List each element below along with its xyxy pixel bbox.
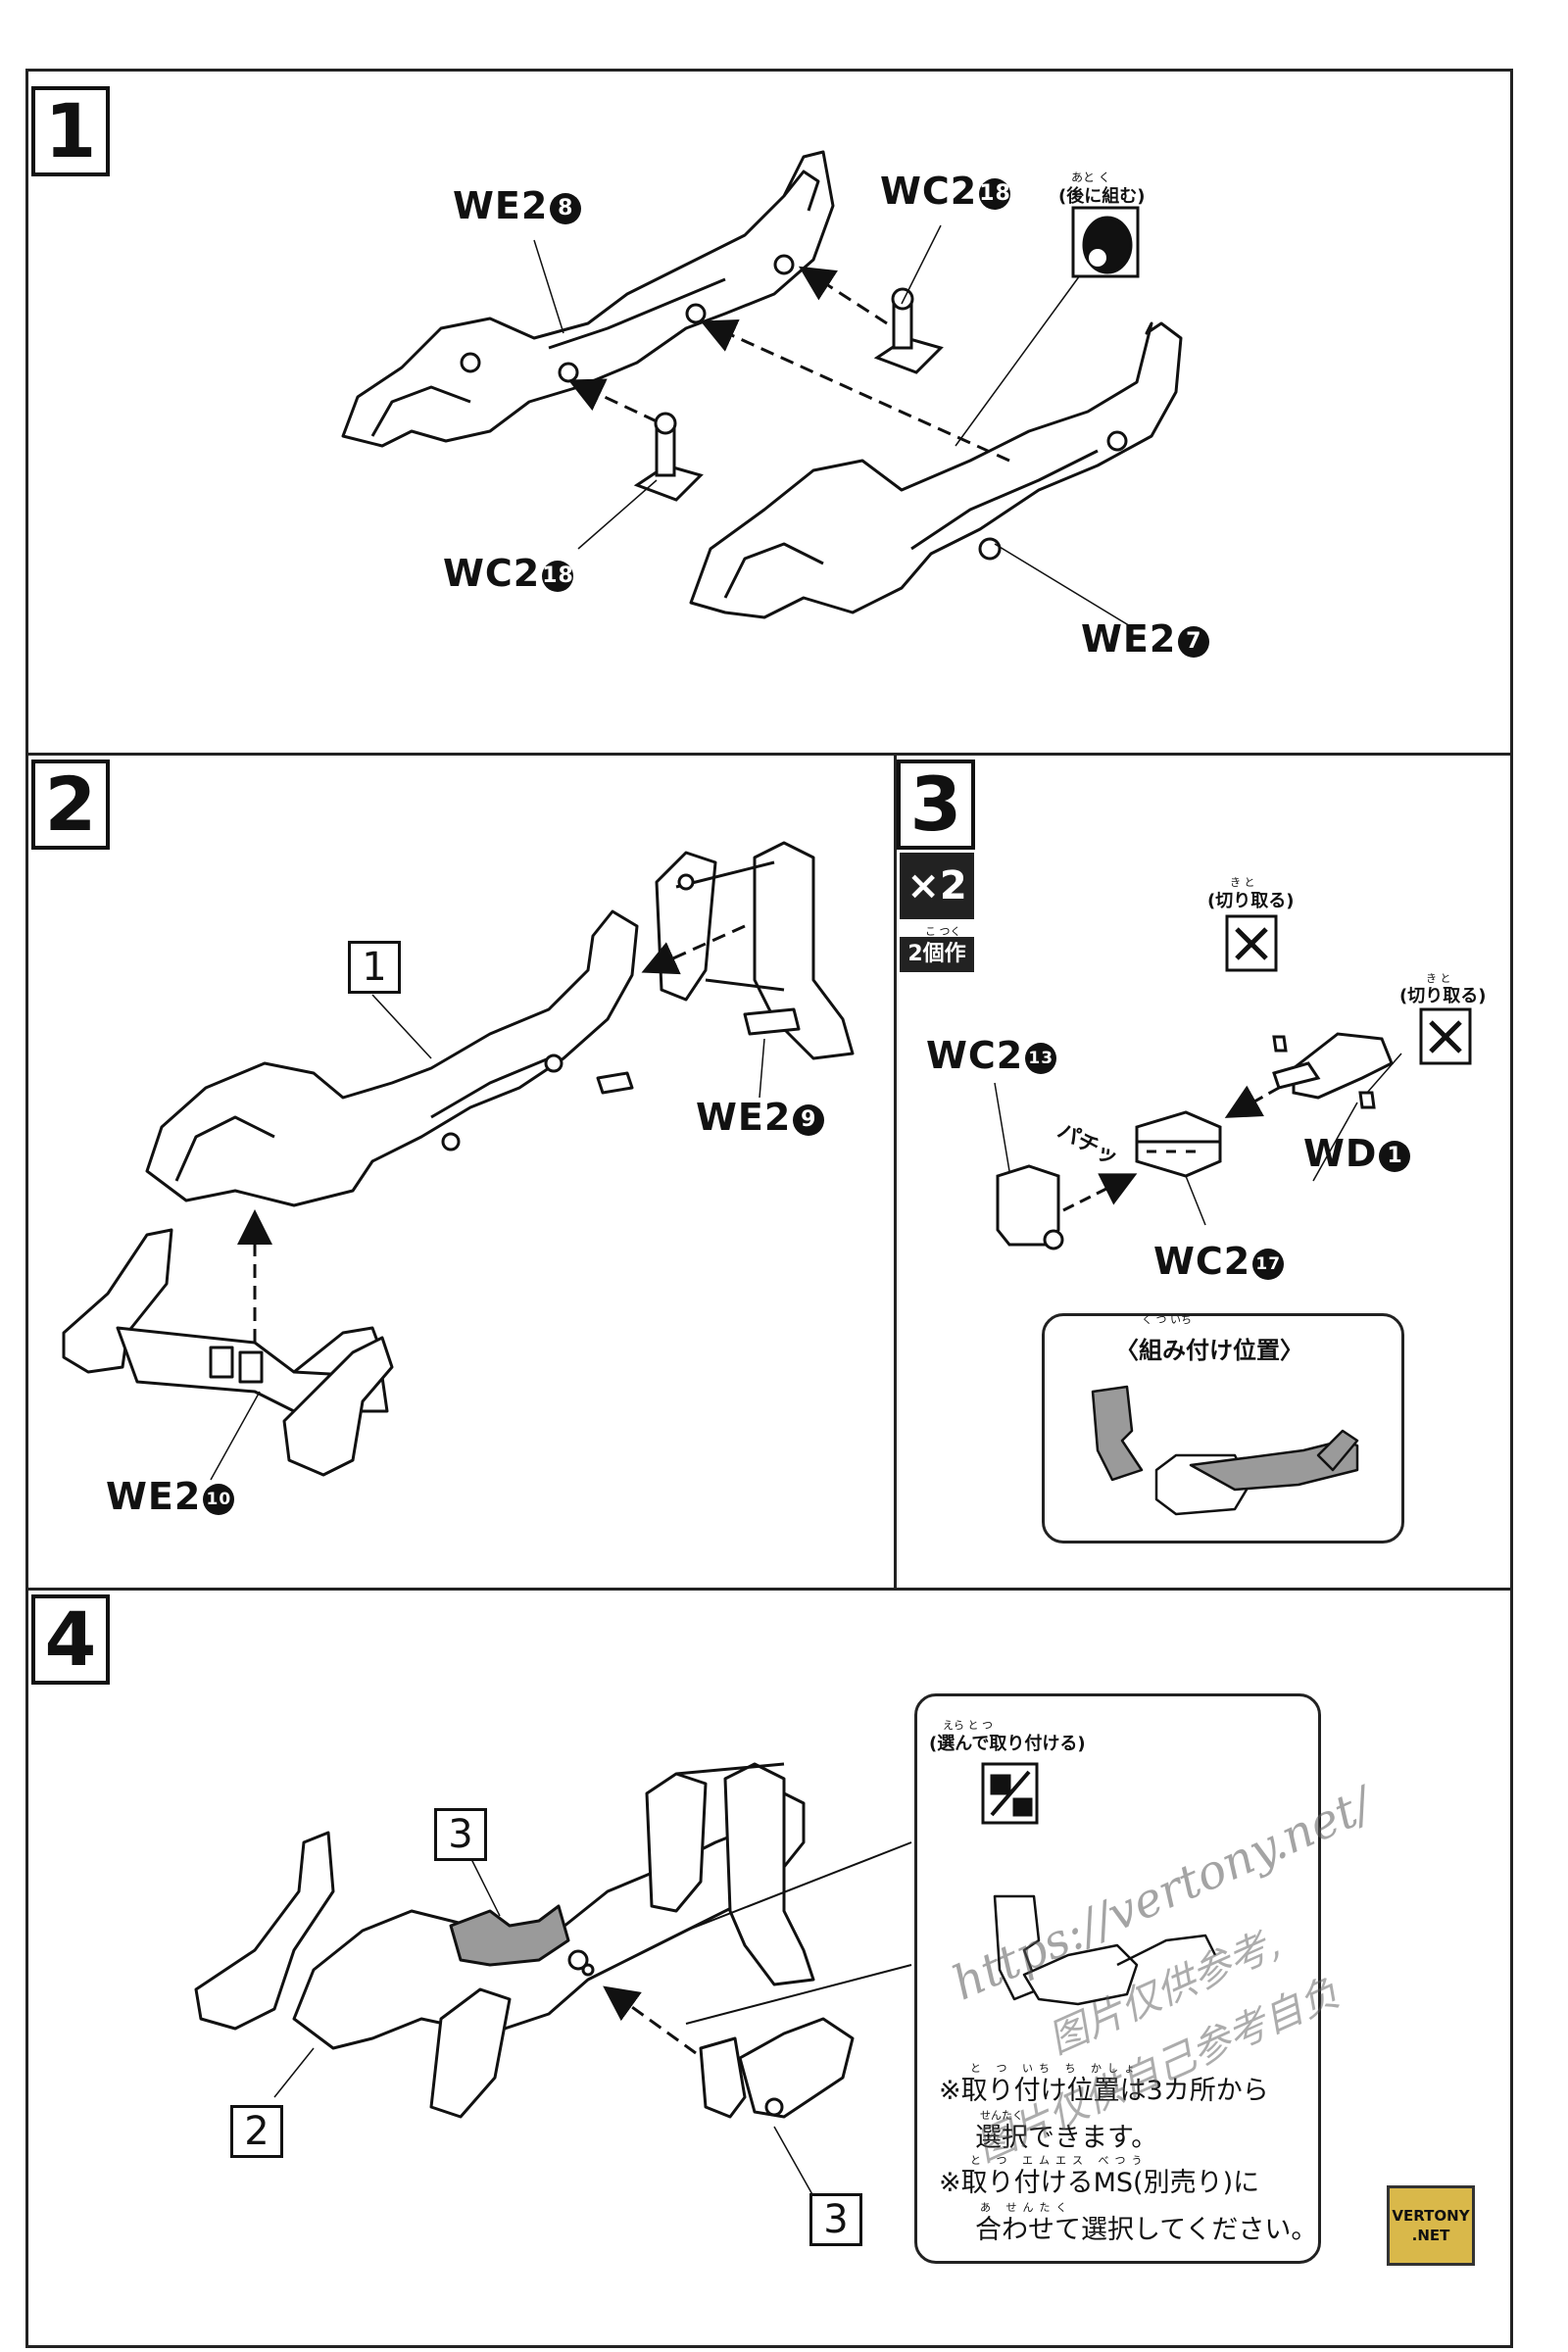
attachment-note-panel bbox=[914, 1693, 1321, 2264]
step-number-2: 2 bbox=[31, 760, 110, 850]
step3-part-wd-1 bbox=[1272, 1032, 1394, 1109]
note-line-4: 合わせて選択してください。 bbox=[975, 2215, 1318, 2245]
step3-leaders bbox=[994, 1053, 1402, 1226]
ruby-choose: えら と つ bbox=[943, 1719, 993, 1732]
ruby-make-two: こ つく bbox=[925, 925, 961, 938]
divider-step1-bottom bbox=[25, 753, 1513, 756]
callout-number: 1 bbox=[1379, 1140, 1411, 1172]
step2-leaders bbox=[210, 994, 765, 1481]
ruby-cut-1: き と bbox=[1230, 876, 1255, 889]
callout-number: 7 bbox=[1178, 625, 1210, 658]
step1-part-we2-8 bbox=[341, 150, 835, 448]
note-line-1: ※取り付け位置は3カ所から bbox=[939, 2076, 1269, 2106]
step3-part-wc2-17 bbox=[1135, 1110, 1222, 1178]
callout-number: 9 bbox=[793, 1103, 825, 1136]
cut-icon-1 bbox=[1225, 914, 1278, 972]
step3-part-wc2-13 bbox=[996, 1164, 1064, 1250]
ruby-note-2: せんたく bbox=[980, 2109, 1023, 2122]
callout-number: 18 bbox=[979, 177, 1011, 210]
label-choose-attach: (選んで取り付ける) bbox=[929, 1734, 1086, 1754]
callout-number: 17 bbox=[1252, 1248, 1285, 1280]
cut-icon-2 bbox=[1419, 1007, 1472, 1065]
divider-step2-3 bbox=[894, 753, 897, 1591]
ruby-later: あと く bbox=[1071, 171, 1110, 184]
step3-position-illustration bbox=[1091, 1385, 1359, 1516]
callout-number: 8 bbox=[550, 192, 582, 224]
ref-step-3-top: 3 bbox=[434, 1808, 487, 1861]
label-cut-1: (切り取る) bbox=[1207, 891, 1295, 911]
step4-leaders bbox=[273, 1856, 819, 2206]
label-wc2-18-top: WC218 bbox=[880, 170, 1011, 213]
ref-step-2: 2 bbox=[230, 2105, 283, 2158]
step4-arrows bbox=[603, 1841, 912, 2055]
step1-leaders bbox=[533, 224, 1133, 628]
ruby-cut-2: き と bbox=[1426, 972, 1451, 985]
step-number-1: 1 bbox=[31, 86, 110, 176]
step2-arrows bbox=[237, 924, 746, 1343]
step4-assembly bbox=[194, 1762, 815, 2119]
step2-part-we2-10 bbox=[62, 1228, 394, 1477]
callout-number: 13 bbox=[1025, 1042, 1057, 1074]
callout-number: 18 bbox=[542, 560, 574, 592]
step2-part-main bbox=[145, 909, 639, 1207]
step1-pin-wc2-18-bottom bbox=[633, 412, 704, 502]
step1-arrows bbox=[567, 266, 1010, 463]
step3-arrows bbox=[1062, 1085, 1280, 1212]
logo-text-top: VERTONY bbox=[1392, 2207, 1470, 2225]
assemble-later-icon bbox=[1071, 206, 1140, 278]
ruby-note-4: あ せんたく bbox=[980, 2201, 1073, 2214]
step-number-3: 3 bbox=[897, 760, 975, 850]
vertony-logo: VERTONY .NET bbox=[1387, 2185, 1475, 2266]
step4-attached-part3 bbox=[449, 1904, 570, 1967]
manual-page-frame bbox=[25, 69, 1513, 2348]
ref-step-1: 1 bbox=[348, 941, 401, 994]
divider-step2-bottom bbox=[25, 1588, 1513, 1591]
choose-attach-icon bbox=[981, 1762, 1039, 1825]
step-number-4: 4 bbox=[31, 1594, 110, 1685]
ruby-position: く つ いち bbox=[1142, 1313, 1192, 1326]
assembly-position-title: 〈組み付け位置〉 bbox=[1115, 1337, 1303, 1364]
label-cut-2: (切り取る) bbox=[1399, 986, 1487, 1006]
step4-loose-part3 bbox=[699, 2017, 855, 2119]
label-assemble-later: (後に組む) bbox=[1058, 186, 1146, 207]
label-wc2-18-bottom: WC218 bbox=[443, 552, 574, 595]
note-line-2: 選択できます。 bbox=[975, 2123, 1158, 2153]
step1-pin-wc2-18-top bbox=[873, 287, 944, 374]
multiplier-badge: ×2 bbox=[900, 853, 974, 919]
logo-text-bottom: .NET bbox=[1411, 2227, 1450, 2244]
ruby-note-1: と つ いち ち かしょ bbox=[970, 2062, 1141, 2075]
step4-inset-illustration bbox=[993, 1894, 1217, 2006]
assembly-position-panel bbox=[1042, 1313, 1404, 1544]
step2-part-we2-9 bbox=[655, 841, 855, 1060]
step1-part-we2-7 bbox=[689, 321, 1183, 619]
ref-step-3-bottom: 3 bbox=[809, 2193, 862, 2246]
note-line-3: ※取り付けるMS(別売り)に bbox=[939, 2168, 1260, 2198]
make-two-label: 2個作る bbox=[900, 937, 974, 1002]
ruby-note-3: と つ エムエス べつう bbox=[970, 2154, 1149, 2167]
callout-number: 10 bbox=[203, 1483, 235, 1515]
